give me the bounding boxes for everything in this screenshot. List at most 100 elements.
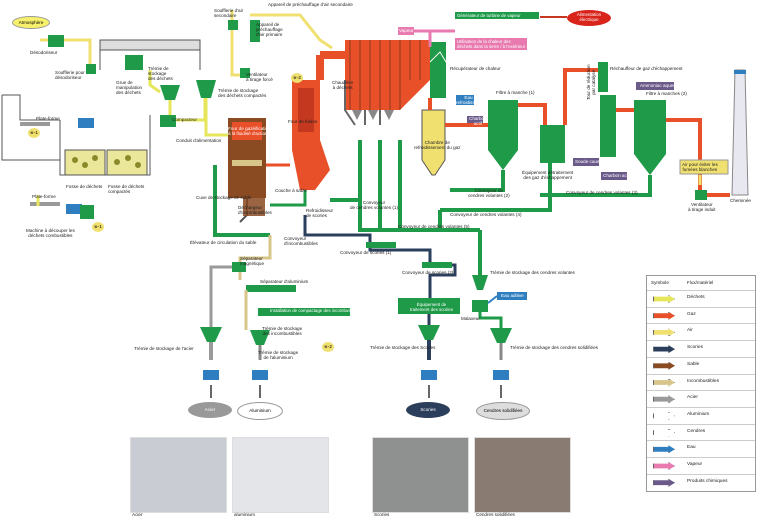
- platform-bottom-label: Plate-forme: [32, 194, 56, 199]
- caption-aluminium: aluminium: [234, 512, 255, 517]
- legend-arrow-icon: [653, 295, 675, 303]
- mixer-label: Malaxeur: [461, 316, 480, 321]
- legend-row: Vapeur: [647, 457, 755, 473]
- blower-label: Soufflerie pour désodoriseur: [55, 70, 85, 81]
- legend-arrow-icon: [653, 328, 675, 337]
- legend-arrow-icon: [653, 445, 675, 454]
- alu-hopper-label: Trémie de stockage de l'aluminium: [258, 350, 299, 361]
- carbon2-box: [601, 172, 627, 180]
- legend-label: Air: [687, 328, 693, 334]
- legend-label: Sable: [687, 361, 700, 367]
- truck-bottom: [66, 204, 82, 214]
- atmosphere-pill: Atmosphère: [12, 16, 50, 29]
- truck-top: [78, 118, 94, 128]
- magnetic-sep-shape: [232, 262, 246, 272]
- legend-label: Incombustibles: [687, 378, 719, 384]
- turbine-box: Générateur de turbine de vapeur: [455, 12, 539, 19]
- power-pill: Alimentation électrique: [567, 10, 611, 26]
- badge-m1-b: ※-1: [92, 222, 104, 232]
- legend-label: Gaz: [687, 311, 696, 317]
- incomb-conveyor-label: Convoyeur d'incombustibles: [284, 236, 318, 247]
- aluminium-sep-label: Séparateur d'aluminium: [260, 279, 309, 284]
- bag-filter2-shape: [634, 100, 666, 154]
- flyash-conv5-label: Convoyeur de cendres volantes (5): [398, 224, 470, 229]
- boiler-label: Chaudière à déchets: [332, 80, 354, 91]
- air-note-box: [679, 159, 729, 175]
- boiler-shape: [345, 40, 430, 110]
- legend-arrow-icon: [653, 345, 675, 354]
- debris-unloader-label: Déchargeur d'incombustibles: [238, 205, 272, 216]
- compactor-shape: [160, 115, 176, 127]
- reheater-shape: [598, 62, 608, 92]
- reheater-label: Réchauffeur de gaz d'échappement: [610, 66, 683, 71]
- badge-m2-a: ※-2: [291, 73, 303, 83]
- blower-shape: [86, 64, 96, 74]
- bag-filter1-shape: [488, 100, 518, 150]
- output-solid-ash: Cendres solidifiées: [476, 402, 530, 420]
- legend-header-flow: Flux/matériel: [687, 280, 714, 285]
- caption-steel: Acier: [132, 512, 143, 517]
- caption-solid-ash: Cendres solidifiées: [476, 512, 515, 517]
- output-aluminium: Aluminium: [237, 402, 283, 420]
- aluminium-sep-shape: [246, 285, 296, 292]
- steel-hopper-label: Trémie de stockage de l'acier: [134, 346, 194, 351]
- carbon-label: Charbon actif: [469, 116, 487, 127]
- heat-recovery-label: Récupérateur de chaleur: [450, 66, 501, 71]
- primary-preheater-label: Appareil de préchauffage d'air primaire: [256, 22, 283, 38]
- legend-row: Cendres: [647, 423, 755, 440]
- chelating-box: [497, 292, 527, 300]
- slag-treatment-shape: [398, 298, 460, 314]
- legend-arrow-icon: [653, 311, 675, 320]
- ash-furnace-label: Four de fusion: [288, 119, 318, 124]
- legend-row: Scories: [647, 340, 755, 356]
- legend-label: Acier: [687, 395, 698, 401]
- legend-row: Aluminium: [647, 406, 755, 423]
- legend-label: Cendres: [687, 428, 706, 434]
- output-trucks: [203, 370, 509, 380]
- solid-ash-hopper-label: Trémie de stockage des cendres solidifié…: [510, 345, 598, 350]
- flyash-hopper-label: Trémie de stockage des cendres volantes: [490, 270, 575, 275]
- flyash-conv3-label: Convoyeur de cendres volantes (3): [566, 190, 638, 195]
- photo-solid-ash: [474, 437, 571, 513]
- crane-shape: [125, 55, 143, 70]
- slag-conveyor2-label: Convoyeur de scories (2): [402, 270, 454, 275]
- legend-row: Acier: [647, 390, 755, 406]
- badge-m2-b: ※-2: [322, 342, 334, 352]
- ammonia-box: [636, 82, 674, 90]
- legend-arrow-icon: [653, 361, 675, 370]
- compacted-hopper-shape: [196, 80, 216, 98]
- incomb-compaction-label: Installation de compactage des incombust…: [270, 308, 361, 313]
- incomb-hopper-shape: [250, 330, 270, 345]
- carbon-box: [467, 116, 483, 126]
- waste-hopper-label: Trémie de stockage des déchets: [148, 66, 173, 82]
- secondary-blower-shape: [228, 20, 238, 30]
- legend-label: Vapeur: [687, 462, 703, 467]
- flyash-conv2-label: Convoyeur de cendres volantes (2): [468, 188, 510, 199]
- legend-label: Déchets: [687, 295, 705, 300]
- platform-top: [20, 122, 50, 126]
- catalyst-tower-shape: [600, 95, 616, 157]
- forced-fan-label: Ventilateur à tirage forcé: [246, 72, 273, 83]
- sand-tank-label: Cuve de stockage de sable: [196, 195, 252, 200]
- secondary-blower-label: Soufflerie d'air secondaire: [214, 8, 244, 19]
- incomb-hopper-label: Trémie de stockage des incombustibles: [262, 326, 303, 337]
- carbon2-label: Charbon actif: [603, 173, 631, 178]
- induced-fan-shape: [695, 190, 707, 200]
- deodorizer-shape: [48, 35, 64, 47]
- feed-conduit-label: Conduit d'alimentation: [176, 138, 222, 143]
- flyash-hopper-shape: [472, 275, 488, 290]
- photo-slag: [372, 437, 469, 513]
- compactor-label: Compacteur: [172, 117, 198, 122]
- exhaust-equip-label: Équipement détraitement des gaz d'échapp…: [522, 170, 574, 181]
- slag-conveyor1-label: Convoyeur de scories (1): [340, 250, 392, 255]
- output-steel: Acier: [188, 402, 232, 418]
- air-note-label: Air pour éviter les fumées blanches: [682, 162, 718, 173]
- slag-treatment-label: Équipement de traitement des scories: [410, 302, 453, 312]
- output-slag: Scories: [406, 402, 450, 418]
- legend-row: Sable: [647, 356, 755, 373]
- heat-recovery-shape: [430, 42, 446, 98]
- slag-hopper-label: Trémie de stockage des Scories: [370, 345, 436, 350]
- gasif-furnace-label: Four de gazéification à lit fluidisé d'a…: [228, 126, 273, 137]
